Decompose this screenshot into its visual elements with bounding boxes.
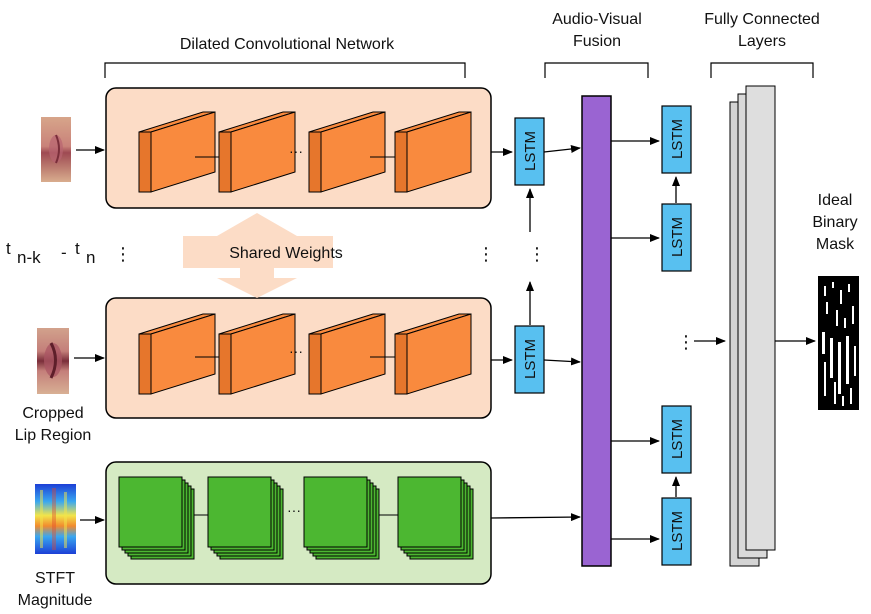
arrow-lstm-top-to-fusion xyxy=(543,145,581,153)
lstm-cell-bottom: LSTM xyxy=(514,325,545,394)
lstm-cell-r4: LSTM xyxy=(661,497,692,566)
audio-panel-bg xyxy=(105,461,492,585)
audio-conv-stack xyxy=(397,476,474,560)
av-fusion-label-line2: Fusion xyxy=(573,33,621,50)
fully-connected-layers xyxy=(729,85,776,567)
lip-image-top xyxy=(41,117,71,182)
time-dash: - xyxy=(61,243,67,262)
conv-block xyxy=(394,111,472,193)
conv-block xyxy=(394,313,472,395)
output-label-line2: Binary xyxy=(812,214,857,231)
audio-conv-stack xyxy=(303,476,380,560)
output-label-line3: Mask xyxy=(816,236,855,253)
conv-block xyxy=(308,313,386,395)
lstm-label: LSTM xyxy=(669,511,686,551)
time-start-subscript: n-k xyxy=(17,248,41,267)
stft-spectrogram-image xyxy=(35,484,76,554)
lstm-label: LSTM xyxy=(522,339,539,379)
audio-conv-stack xyxy=(118,476,195,560)
conv-block xyxy=(308,111,386,193)
time-t-start: t xyxy=(6,239,11,258)
arrow-lstm-bottom-to-fusion xyxy=(543,357,581,366)
conv-ellipsis: ··· xyxy=(289,143,303,159)
vertical-ellipsis: ⋮ xyxy=(114,244,132,264)
audio-ellipsis: ··· xyxy=(287,502,301,518)
lstm-label: LSTM xyxy=(522,131,539,171)
cnn-panel-top: ··· xyxy=(105,87,492,209)
shared-weights-arrow: Shared Weights xyxy=(183,213,343,298)
arrow-audio-to-fusion xyxy=(490,513,581,522)
lip-label-line1: Cropped xyxy=(22,405,83,422)
lstm-cell-r1: LSTM xyxy=(661,105,692,174)
fc-label-line1: Fully Connected xyxy=(704,11,820,28)
conv-block xyxy=(218,111,296,193)
vertical-ellipsis: ⋮ xyxy=(677,332,695,352)
fc-bracket xyxy=(710,62,814,78)
conv-ellipsis: ··· xyxy=(289,343,303,359)
time-end-subscript: n xyxy=(86,248,95,267)
conv-block xyxy=(138,111,216,193)
audio-cnn-panel: ··· xyxy=(105,461,492,585)
dilated-cnn-label: Dilated Convolutional Network xyxy=(180,36,395,53)
stft-label-line1: STFT xyxy=(35,570,75,587)
lstm-label: LSTM xyxy=(669,217,686,257)
output-label-line1: Ideal xyxy=(818,192,853,209)
lstm-label: LSTM xyxy=(669,119,686,159)
audio-conv-stack xyxy=(207,476,284,560)
av-fusion-bracket xyxy=(544,62,649,78)
conv-block xyxy=(218,313,296,395)
cnn-panel-bottom: ··· xyxy=(105,297,492,419)
lstm-label: LSTM xyxy=(669,419,686,459)
vertical-ellipsis: ⋮ xyxy=(528,244,546,264)
conv-block xyxy=(138,313,216,395)
dilated-cnn-bracket xyxy=(104,62,466,78)
lstm-cell-r2: LSTM xyxy=(661,203,692,272)
lstm-cell-top: LSTM xyxy=(514,117,545,186)
av-fusion-label-line1: Audio-Visual xyxy=(552,11,642,28)
time-range-label: t n-k - t n ⋮ xyxy=(6,239,132,267)
fusion-layer xyxy=(581,95,612,567)
lip-label-line2: Lip Region xyxy=(15,427,92,444)
lstm-cell-r3: LSTM xyxy=(661,405,692,474)
lip-image-bottom xyxy=(37,328,69,394)
vertical-ellipsis: ⋮ xyxy=(477,244,495,264)
stft-label-line2: Magnitude xyxy=(18,592,93,609)
time-t-end: t xyxy=(75,239,80,258)
shared-weights-label: Shared Weights xyxy=(229,245,343,262)
ideal-binary-mask-image xyxy=(818,276,859,410)
fc-label-line2: Layers xyxy=(738,33,786,50)
